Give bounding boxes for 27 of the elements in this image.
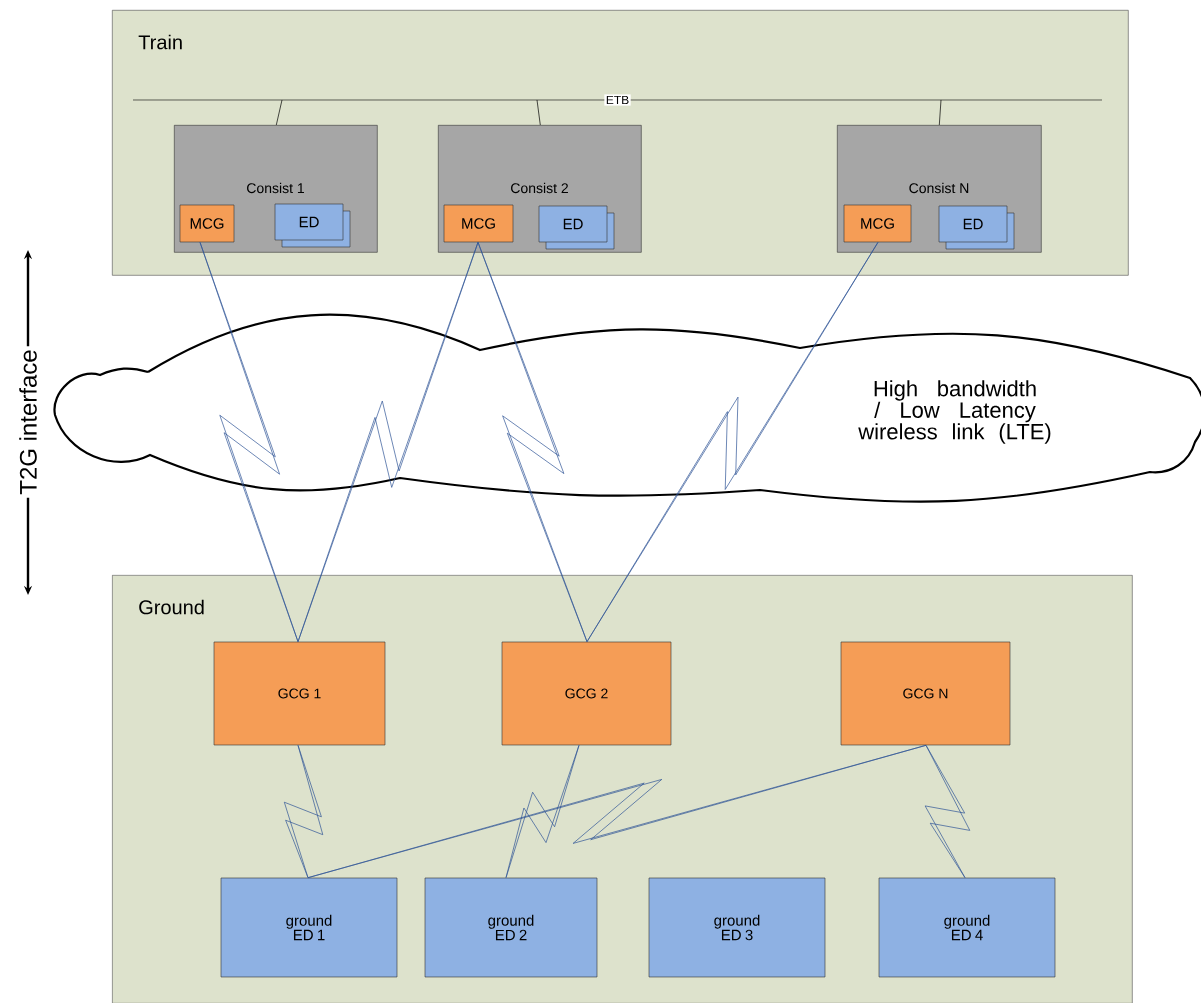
connector-line [938,99,942,126]
connector-line [275,99,283,126]
bus-line: ETB [132,94,1103,106]
device-box: ground ED 4 [878,877,1056,978]
device-box: ED [938,205,1015,250]
device-box: ground ED 1 [220,877,398,978]
gateway-box: GCG N [840,641,1011,746]
wireless-link [477,241,588,643]
gateway-box: MCG [843,204,912,243]
gateway-box: MCG [179,204,235,243]
gateway-box: MCG [443,204,514,243]
connector-line [536,99,541,126]
wireless-link [297,241,479,643]
wireless-link [505,744,580,879]
wireless-link [586,241,879,643]
device-box: ED [274,203,351,248]
device-box: ground ED 2 [424,877,598,978]
wireless-link [283,744,324,879]
wireless-link [199,241,299,643]
wireless-link [924,744,971,879]
gateway-box: GCG 1 [213,641,386,746]
gateway-box: GCG 2 [501,641,672,746]
device-box: ED [538,205,615,250]
cloud-shape: High bandwidth / Low Latency wireless link (LTE) [53,313,1201,503]
wireless-link [307,744,927,879]
axis-label: T2G interface [16,346,40,498]
device-box: ground ED 3 [648,877,826,978]
